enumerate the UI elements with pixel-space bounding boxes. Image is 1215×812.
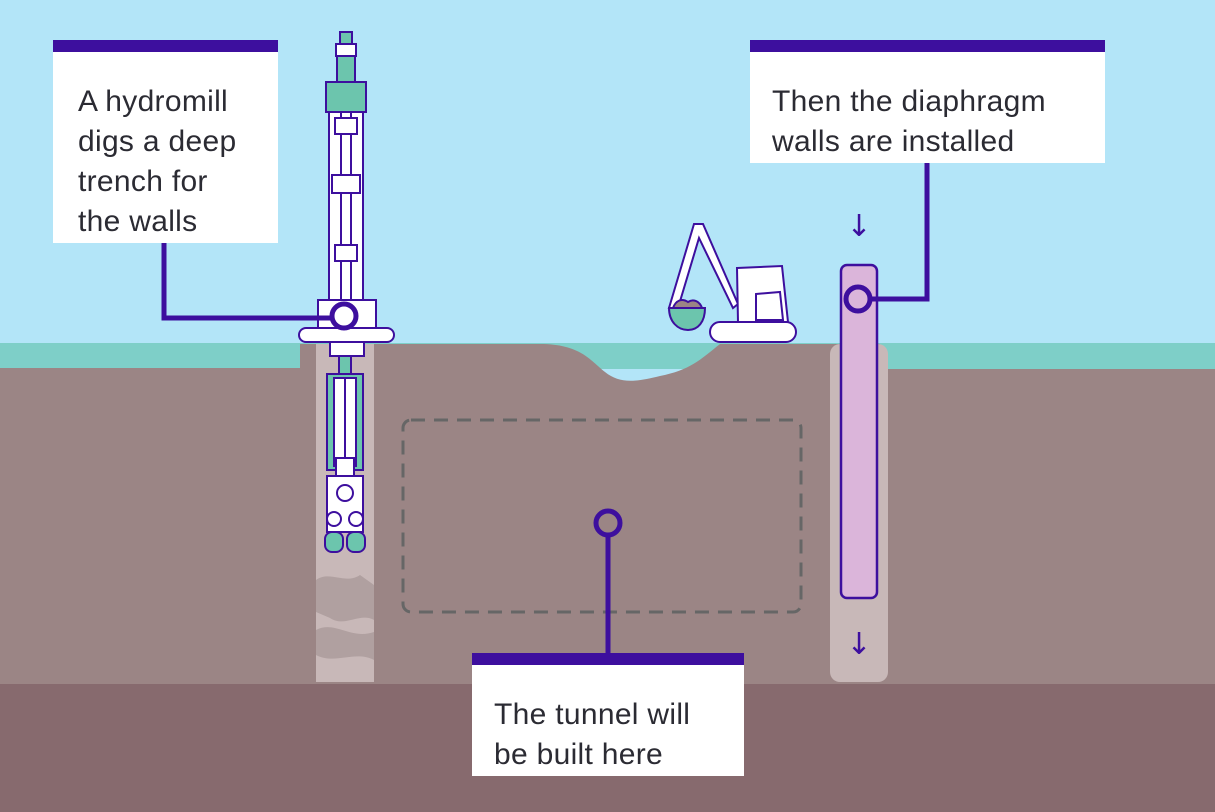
grass-right (880, 343, 1215, 369)
tunnel-outline (401, 418, 803, 614)
arrow-down-icon: ↓ (846, 209, 871, 244)
callout-tunnel: The tunnel will be built here (472, 653, 744, 776)
tunnel-marker (593, 508, 623, 538)
callout-tunnel-text: The tunnel will be built here (494, 698, 691, 771)
diaphragm-wall-marker (843, 284, 873, 314)
hydromill-rig (298, 31, 395, 357)
trench-rubble (316, 575, 374, 660)
arrow-down-icon: ↓ (846, 627, 871, 662)
callout-diaphragm-walls: Then the diaphragm walls are installed (750, 40, 1105, 163)
excavator (667, 223, 797, 343)
hydromill-cutter (324, 355, 366, 553)
hydromill-marker (329, 301, 359, 331)
callout-hydromill-text: A hydromill digs a deep trench for the w… (78, 85, 237, 238)
callout-connectors (161, 163, 930, 653)
callout-walls-text: Then the diaphragm walls are installed (772, 85, 1046, 158)
diaphragm-wall-panel (839, 263, 879, 600)
callout-hydromill: A hydromill digs a deep trench for the w… (53, 40, 278, 243)
